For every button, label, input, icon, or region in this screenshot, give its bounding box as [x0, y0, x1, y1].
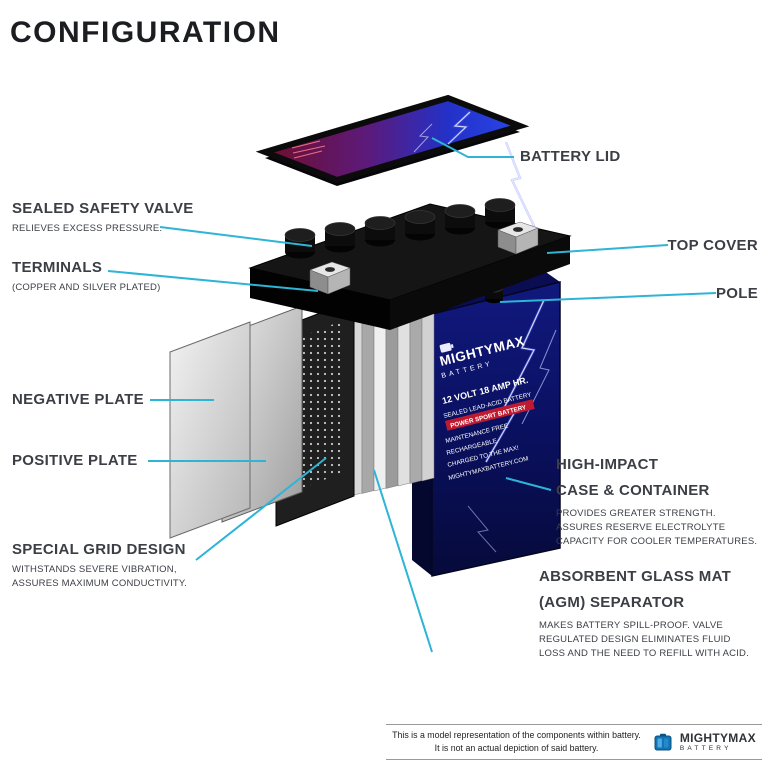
lid-text-marks: [291, 140, 326, 159]
cover-front-left-face: [250, 268, 390, 330]
cover-front-right-face: [390, 236, 570, 330]
leader-pole: [499, 292, 717, 303]
callout-negative-plate: NEGATIVE PLATE: [12, 390, 144, 410]
agm-separator-sub: MAKES BATTERY SPILL-PROOF. VALVE REGULAT…: [539, 619, 749, 660]
top-cover-graphic: [248, 198, 572, 330]
page-title: CONFIGURATION: [10, 16, 281, 49]
special-grid-design-sub: WITHSTANDS SEVERE VIBRATION, ASSURES MAX…: [12, 563, 188, 589]
leader-lines: [107, 137, 717, 653]
case-front-face: [431, 281, 561, 577]
callout-special-grid-design: SPECIAL GRID DESIGN WITHSTANDS SEVERE VI…: [12, 540, 187, 591]
callout-positive-plate: POSITIVE PLATE: [12, 451, 138, 471]
separator-plate: [397, 302, 411, 487]
callout-pole: POLE: [716, 284, 758, 304]
separator-plate: [421, 297, 435, 482]
terminals-label: TERMINALS: [12, 259, 103, 276]
positive-plate-label: POSITIVE PLATE: [12, 452, 138, 469]
terminal-block-left: [309, 261, 351, 295]
battery-lid-label: BATTERY LID: [520, 148, 621, 165]
vent-cap: [484, 198, 516, 229]
leader-top-cover: [546, 244, 669, 254]
mightymax-logo-text: MIGHTYMAX BATTERY: [680, 731, 756, 752]
vent-cap: [444, 204, 476, 235]
callout-sealed-safety-valve: SEALED SAFETY VALVE RELIEVES EXCESS PRES…: [12, 199, 194, 236]
negative-plate-graphic: [169, 321, 251, 539]
pole-label: POLE: [715, 285, 758, 302]
leader-sealed-safety-valve: [159, 226, 313, 247]
top-cover-label: TOP COVER: [667, 237, 758, 254]
separator-plate: [385, 305, 399, 489]
vent-caps: [284, 198, 516, 259]
leader-special-grid-design: [195, 457, 327, 561]
callout-high-impact-case: HIGH-IMPACT CASE & CONTAINER PROVIDES GR…: [556, 452, 757, 549]
mightymax-logo-battery-icon: [654, 733, 672, 751]
footer-disclaimer-line2: It is not an actual depiction of said ba…: [434, 742, 599, 753]
separator-plate: [361, 310, 375, 494]
agm-separator-label: ABSORBENT GLASS MAT (AGM) SEPARATOR: [539, 568, 732, 611]
vent-cap: [364, 216, 396, 247]
mightymax-logo-top: MIGHTYMAX: [679, 731, 756, 746]
case-logo-battery-icon: [439, 342, 454, 353]
callout-terminals: TERMINALS (COPPER AND SILVER PLATED): [12, 258, 160, 295]
footer-disclaimer: This is a model representation of the co…: [392, 729, 641, 755]
lid-lightning: [413, 110, 472, 153]
case-lightning: [467, 299, 557, 553]
leader-battery-lid: [431, 137, 514, 158]
mightymax-logo-bottom: BATTERY: [679, 745, 732, 753]
vent-cap: [404, 210, 436, 241]
case-red-banner: [445, 399, 535, 431]
sealed-safety-valve-label: SEALED SAFETY VALVE: [12, 200, 194, 217]
callout-agm-separator: ABSORBENT GLASS MAT (AGM) SEPARATOR MAKE…: [539, 564, 749, 661]
terminals-sub: (COPPER AND SILVER PLATED): [12, 281, 161, 293]
leader-agm-separator: [373, 469, 433, 653]
terminal-block-right: [497, 221, 539, 255]
high-impact-case-label: HIGH-IMPACT CASE & CONTAINER: [556, 456, 710, 499]
battery-lid-graphic: [255, 94, 530, 186]
leader-terminals: [107, 270, 319, 292]
lid-top-face: [255, 94, 530, 184]
vent-cap: [324, 222, 356, 253]
footer-disclaimer-line1: This is a model representation of the co…: [392, 730, 641, 740]
separator-plate: [373, 307, 387, 492]
callout-top-cover: TOP COVER: [667, 236, 758, 256]
mightymax-logo: MIGHTYMAX BATTERY: [653, 731, 756, 752]
footer: This is a model representation of the co…: [386, 724, 762, 760]
callout-battery-lid: BATTERY LID: [520, 147, 621, 167]
special-grid-design-label: SPECIAL GRID DESIGN: [12, 541, 186, 558]
separator-plate: [409, 300, 423, 484]
sealed-safety-valve-sub: RELIEVES EXCESS PRESSURE.: [12, 222, 163, 234]
negative-plate-label: NEGATIVE PLATE: [12, 391, 144, 408]
leader-high-impact-case: [505, 477, 552, 491]
high-impact-case-sub: PROVIDES GREATER STRENGTH. ASSURES RESER…: [556, 507, 758, 548]
